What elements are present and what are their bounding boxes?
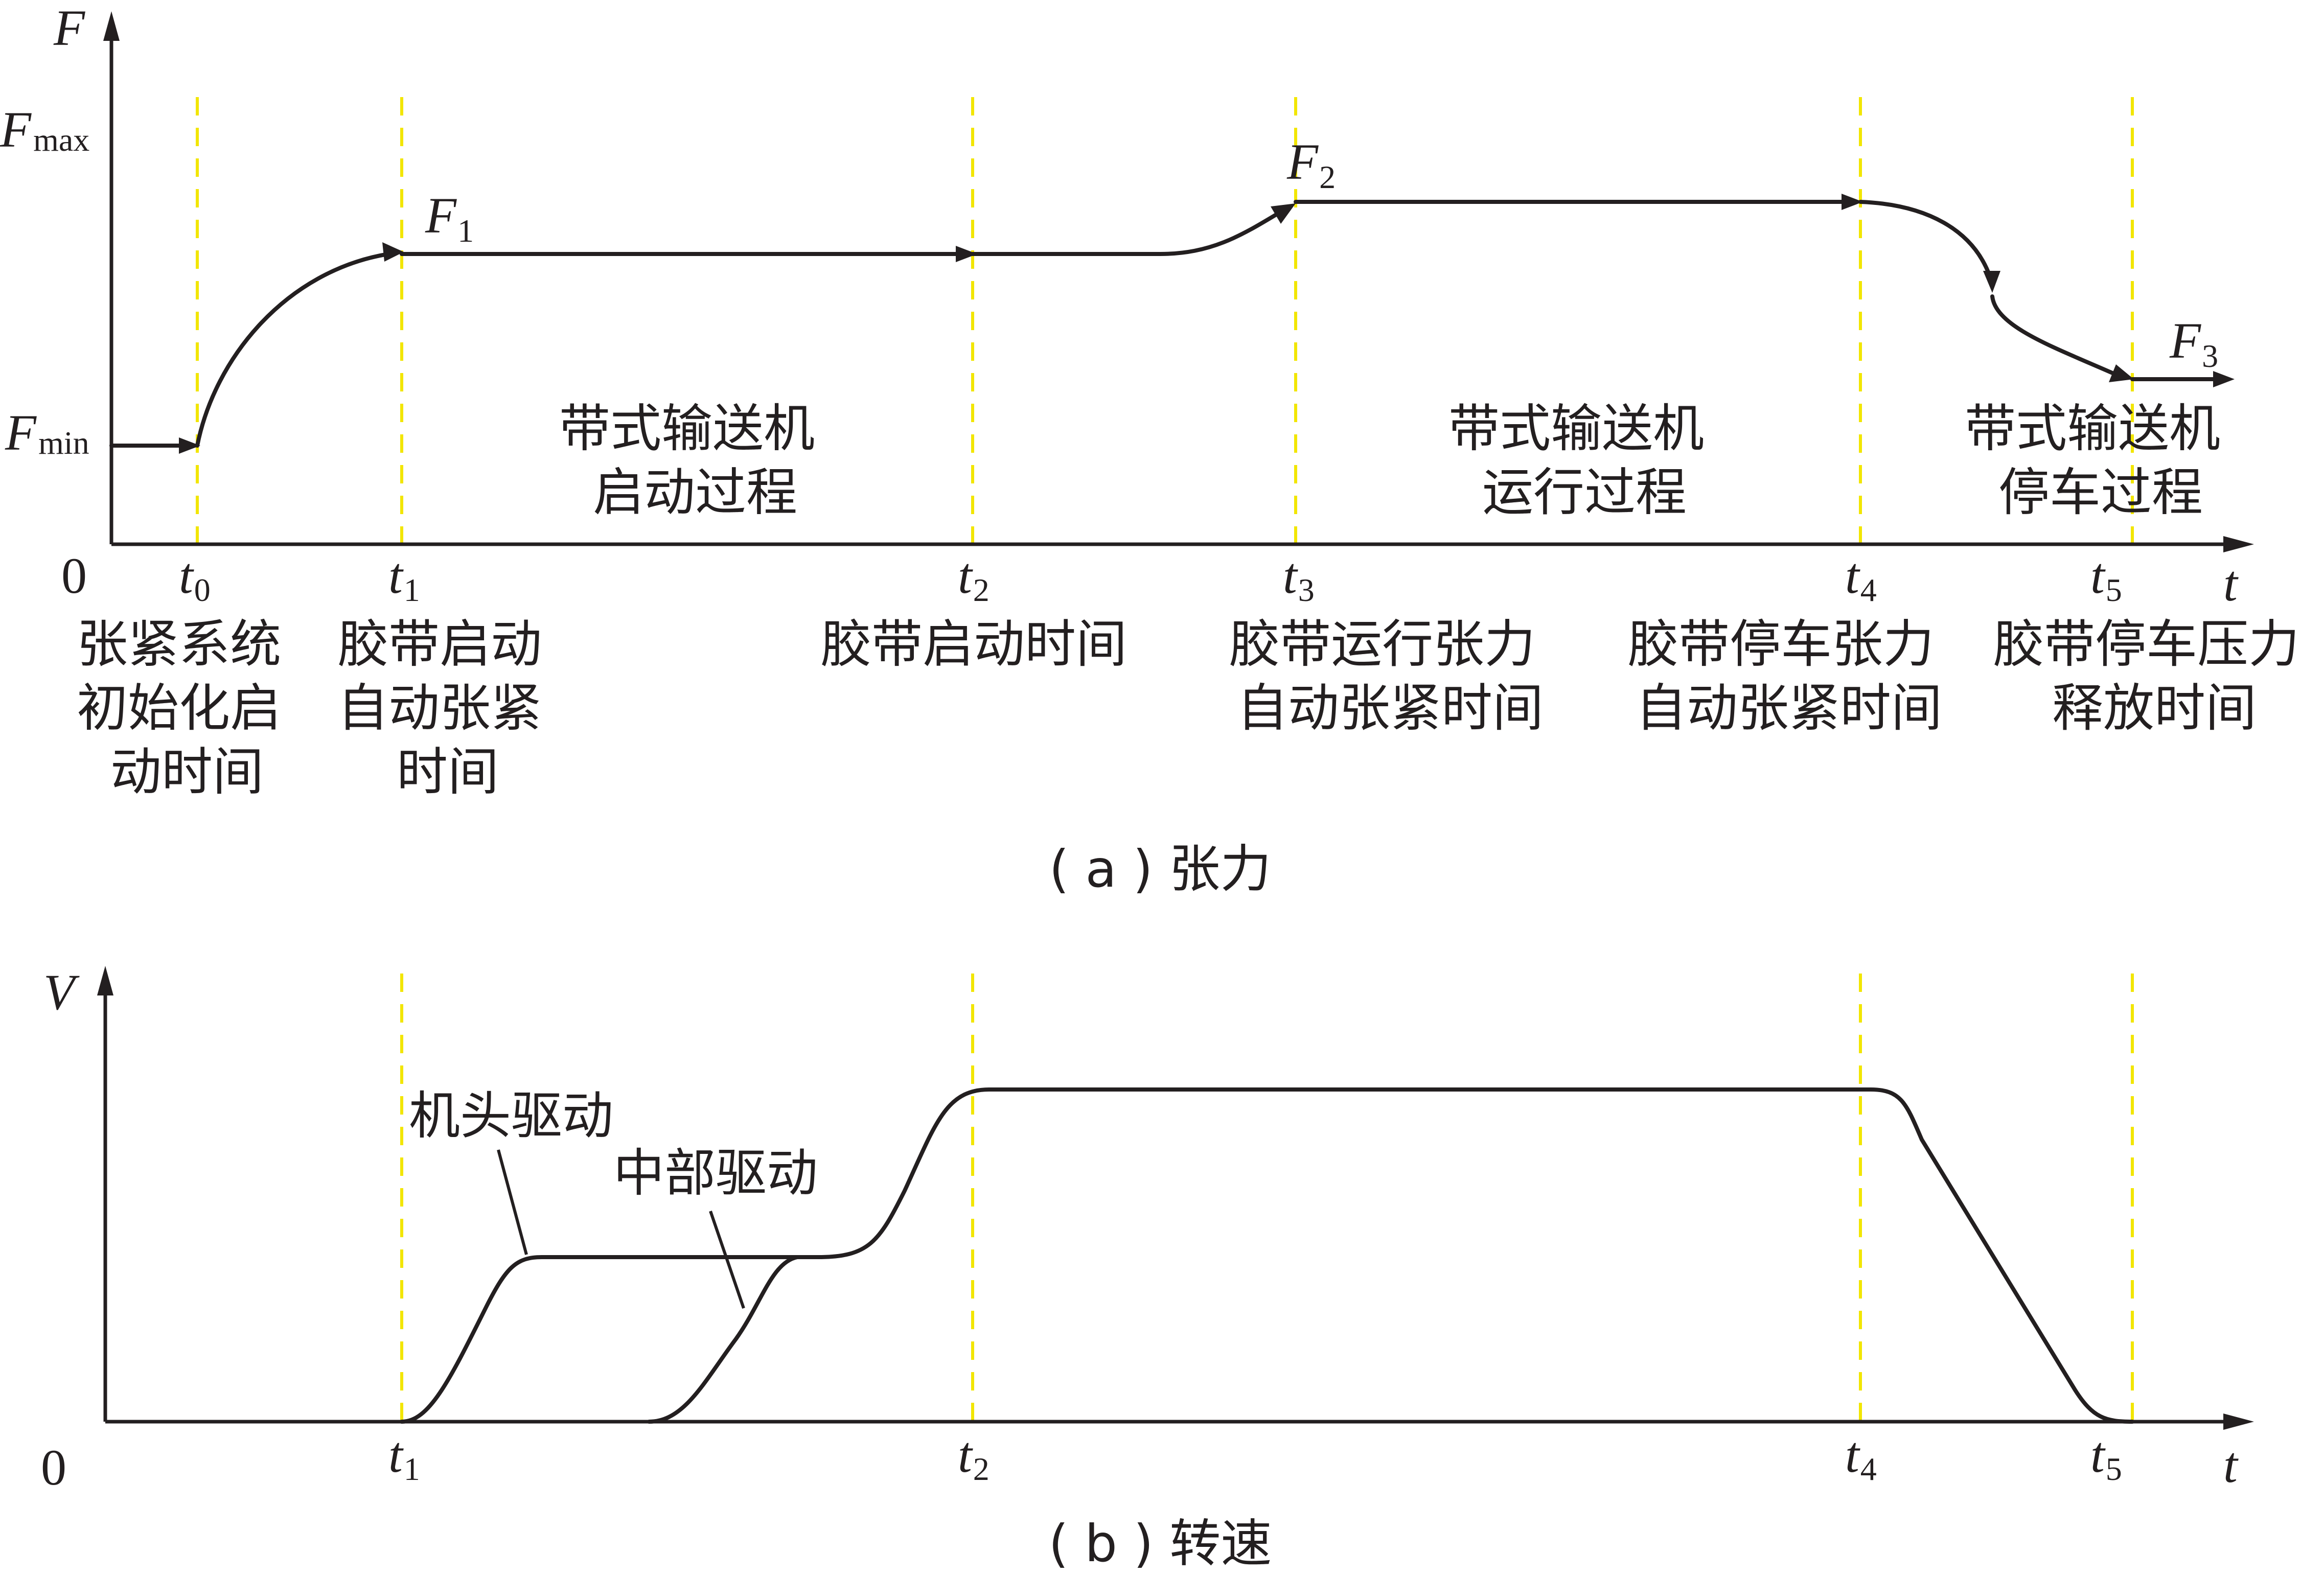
- tension-arrow-t2: [956, 246, 977, 262]
- pointer-head-drive: [497, 1149, 528, 1255]
- tension-rise-f2: [971, 212, 1280, 256]
- tension-arrow-end: [2213, 371, 2235, 387]
- note-t3: 胶带运行张力 自动张紧时间: [1229, 614, 1552, 738]
- panel-a-axes: [103, 11, 2254, 552]
- label-middle-drive: 中部驱动: [613, 1143, 818, 1203]
- panel-b-speed: 机头驱动 中部驱动 V t 0 t1 t2 t4 t5 ( b ) 转速: [41, 964, 2254, 1573]
- curve-head-drive: [400, 1087, 2134, 1424]
- tick-a-t4: t4: [1845, 547, 1877, 608]
- tension-arrow-t3: [1271, 203, 1296, 224]
- note-t0: 张紧系统 初始化启 动时间: [77, 614, 297, 802]
- tick-a-t5: t5: [2090, 547, 2122, 608]
- tick-a-t3: t3: [1283, 547, 1315, 608]
- note-t1: 胶带启动 自动张紧 时间: [337, 614, 558, 802]
- tick-a-t0: t0: [179, 547, 211, 608]
- note-t4: 胶带停车张力 自动张紧时间: [1627, 614, 1950, 738]
- label-f3: F3: [2169, 312, 2218, 374]
- label-f1: F1: [425, 187, 474, 249]
- tension-arrow-t0: [179, 437, 200, 454]
- tick-a-t1: t1: [388, 547, 420, 608]
- y-axis-b-arrow: [97, 966, 113, 995]
- label-head-drive: 机头驱动: [409, 1086, 613, 1146]
- pointer-middle-drive: [709, 1211, 745, 1309]
- label-f2: F2: [1286, 133, 1336, 195]
- tick-b-t4: t4: [1845, 1426, 1877, 1487]
- note-t2: 胶带启动时间: [820, 614, 1127, 674]
- y-axis-a-symbol: F: [53, 0, 85, 56]
- label-fmax: Fmax: [0, 101, 89, 158]
- x-axis-b-symbol: t: [2223, 1436, 2239, 1493]
- origin-b: 0: [41, 1439, 66, 1496]
- tick-b-t1: t1: [388, 1426, 420, 1487]
- panel-a-guides: [196, 97, 2134, 544]
- phase-stopping: 带式输送机 停车过程: [1965, 399, 2237, 522]
- note-t5: 胶带停车压力 释放时间: [1993, 614, 2316, 738]
- tension-curve: [109, 194, 2235, 454]
- label-fmin: Fmin: [5, 404, 89, 461]
- tension-fall-a: [1858, 200, 1992, 278]
- panel-b-guides: [400, 974, 2134, 1422]
- tension-rise-f1: [195, 252, 390, 448]
- origin-a: 0: [61, 547, 87, 604]
- tension-arrow-t4: [1842, 194, 1863, 210]
- tension-arrow-mid: [1983, 271, 2000, 293]
- panel-a-tension: F t 0 Fmax Fmin F1 F2 F3 t0 t1 t2 t3 t4 …: [0, 0, 2316, 899]
- y-axis-b-symbol: V: [43, 964, 80, 1021]
- y-axis-a-arrow: [103, 11, 120, 41]
- tick-b-t2: t2: [958, 1426, 990, 1487]
- x-axis-a-arrow: [2223, 536, 2254, 552]
- phase-startup: 带式输送机 启动过程: [559, 399, 831, 522]
- caption-a: ( a ) 张力: [1049, 839, 1272, 899]
- caption-b: ( b ) 转速: [1049, 1514, 1272, 1573]
- tick-a-t2: t2: [958, 547, 990, 608]
- tension-fall-b: [1990, 294, 2118, 377]
- x-axis-a-symbol: t: [2223, 555, 2239, 612]
- phase-running: 带式输送机 运行过程: [1448, 399, 1720, 522]
- curve-middle-drive: [647, 1255, 820, 1424]
- panel-b-axes: [97, 966, 2254, 1430]
- tick-b-t5: t5: [2090, 1426, 2122, 1487]
- tension-arrow-t5: [2109, 364, 2134, 382]
- tension-arrow-t1: [382, 242, 404, 262]
- x-axis-b-arrow: [2223, 1413, 2254, 1430]
